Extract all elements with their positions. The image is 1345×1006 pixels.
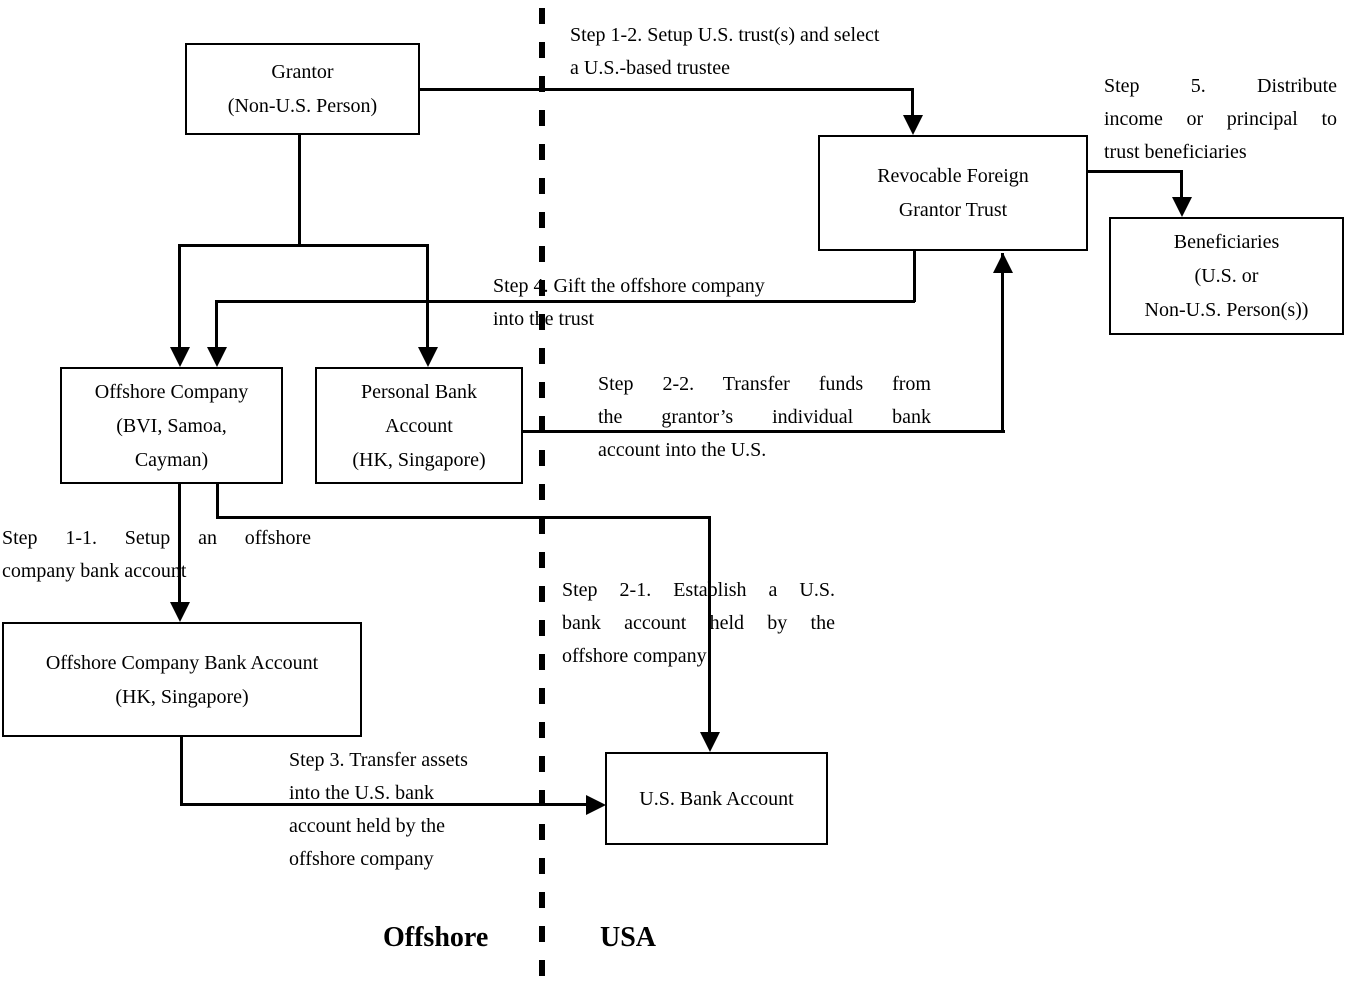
region-label-usa: USA: [600, 922, 657, 953]
node-beneficiaries-label-line1: Beneficiaries: [1173, 231, 1280, 253]
label-step-1-1: Step 1-1. Setup an offshore company bank…: [2, 522, 311, 588]
label-step-4: Step 4. Gift the offshore company into t…: [493, 270, 843, 336]
node-offshore-company-bank-label-line1: Offshore Company Bank Account: [45, 651, 319, 674]
arrowhead-into-personal-bank-icon: [418, 347, 438, 367]
node-personal-bank-label-line3: (HK, Singapore): [352, 448, 486, 471]
connector-to-offshore-company-v: [178, 244, 181, 350]
arrowhead-step22-into-trust-bottom-icon: [993, 253, 1013, 273]
connector-step22-h: [521, 430, 1005, 433]
label-step-4-line2: into the trust: [493, 308, 595, 330]
label-step-1-2: Step 1-2. Setup U.S. trust(s) and select…: [570, 19, 970, 85]
label-step-3-line3: account held by the: [289, 815, 446, 837]
node-personal-bank-account: Personal Bank Account (HK, Singapore): [315, 367, 523, 484]
node-grantor-label-line2: (Non-U.S. Person): [227, 95, 378, 117]
connector-grantor-split-bar: [179, 244, 429, 247]
connector-step4-company-v: [215, 300, 218, 350]
node-offshore-company-label-line2: (BVI, Samoa,: [116, 414, 227, 437]
node-revocable-foreign-grantor-trust: Revocable Foreign Grantor Trust: [818, 135, 1088, 251]
node-us-bank-account: U.S. Bank Account: [605, 752, 828, 845]
node-personal-bank-label-line2: Account: [385, 414, 453, 437]
arrowhead-into-offshore-company-icon: [170, 347, 190, 367]
arrowhead-step3-into-us-bank-icon: [586, 795, 606, 815]
node-trust-label-line1: Revocable Foreign: [877, 165, 1029, 187]
connector-trust-to-beneficiaries-v: [1180, 170, 1183, 200]
node-personal-bank-label-line1: Personal Bank: [360, 380, 478, 403]
node-us-bank-label-line1: U.S. Bank Account: [639, 787, 794, 810]
connector-step3-h: [180, 803, 588, 806]
node-beneficiaries: Beneficiaries (U.S. or Non-U.S. Person(s…: [1109, 217, 1344, 335]
label-step-5: Step 5. Distribute income or principal t…: [1104, 70, 1337, 169]
node-grantor: Grantor (Non-U.S. Person): [185, 43, 420, 135]
label-step-5-line3: trust beneficiaries: [1104, 141, 1247, 163]
node-offshore-company-bank-account: Offshore Company Bank Account (HK, Singa…: [2, 622, 362, 737]
label-step-2-2-line3: account into the U.S.: [598, 439, 767, 461]
label-step-1-2-line2: a U.S.-based trustee: [570, 57, 730, 79]
offshore-usa-divider-dashed-line: [539, 8, 545, 990]
arrowhead-into-beneficiaries-icon: [1172, 197, 1192, 217]
label-step-3-line4: offshore company: [289, 848, 434, 870]
node-beneficiaries-label-line2: (U.S. or: [1194, 265, 1259, 287]
connector-to-personal-bank-v: [426, 244, 429, 350]
arrowhead-step4-into-offshore-company-icon: [207, 347, 227, 367]
arrowhead-into-trust-top-icon: [903, 115, 923, 135]
label-step-1-2-line1: Step 1-2. Setup U.S. trust(s) and select: [570, 24, 880, 46]
node-trust-label-line2: Grantor Trust: [898, 199, 1008, 221]
connector-step3-v: [180, 735, 183, 806]
node-offshore-company-bank-label-line2: (HK, Singapore): [115, 685, 249, 708]
node-offshore-company-label-line1: Offshore Company: [94, 380, 249, 403]
label-step-3: Step 3. Transfer assets into the U.S. ba…: [289, 744, 529, 876]
node-offshore-company: Offshore Company (BVI, Samoa, Cayman): [60, 367, 283, 484]
label-step-2-2: Step 2-2. Transfer funds from the granto…: [598, 368, 931, 467]
label-step-1-1-line1: Step 1-1. Setup an offshore: [2, 527, 311, 549]
label-step-1-1-line2: company bank account: [2, 560, 187, 582]
connector-step4-h: [215, 300, 915, 303]
arrowhead-step21-into-us-bank-icon: [700, 732, 720, 752]
connector-trust-to-beneficiaries-h: [1086, 170, 1182, 173]
label-step-5-line1: Step 5. Distribute: [1104, 75, 1337, 97]
connector-step4-trust-v: [913, 251, 916, 302]
connector-grantor-to-trust-v: [911, 88, 914, 118]
label-step-3-line2: into the U.S. bank: [289, 782, 434, 804]
connector-step21-h: [216, 516, 711, 519]
connector-grantor-to-trust-h: [418, 88, 913, 91]
label-step-4-line1: Step 4. Gift the offshore company: [493, 275, 765, 297]
node-beneficiaries-label-line3: Non-U.S. Person(s)): [1144, 299, 1309, 321]
node-offshore-company-label-line3: Cayman): [134, 448, 209, 471]
connector-step22-v: [1001, 253, 1004, 433]
label-step-2-1-line3: offshore company: [562, 645, 707, 667]
label-step-3-line1: Step 3. Transfer assets: [289, 749, 468, 771]
node-grantor-label-line1: Grantor: [271, 61, 334, 83]
label-step-2-1-line1: Step 2-1. Establish a U.S.: [562, 579, 835, 601]
label-step-2-2-line2: the grantor’s individual bank: [598, 406, 931, 428]
arrowhead-into-offshore-bank-account-icon: [170, 602, 190, 622]
connector-step11-v: [178, 482, 181, 604]
label-step-2-2-line1: Step 2-2. Transfer funds from: [598, 373, 931, 395]
connector-step21-v1: [216, 482, 219, 519]
label-step-2-1-line2: bank account held by the: [562, 612, 835, 634]
connector-grantor-down: [298, 133, 301, 246]
label-step-2-1: Step 2-1. Establish a U.S. bank account …: [562, 574, 835, 673]
connector-step21-v2: [708, 516, 711, 734]
label-step-5-line2: income or principal to: [1104, 108, 1337, 130]
region-label-offshore: Offshore: [383, 922, 489, 953]
